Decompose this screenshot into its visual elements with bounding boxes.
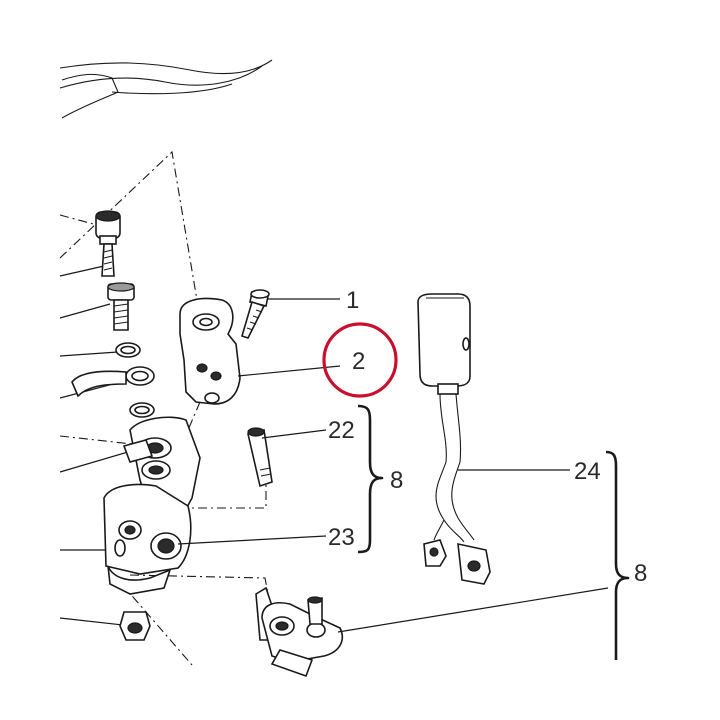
screw-part-1 [241,289,270,339]
callout-8-large-group: 8 [634,560,647,587]
callout-1: 1 [346,287,359,314]
lower-lever-assembly [255,586,344,678]
stud-part-22 [247,427,273,488]
lever-clamp-body [103,416,201,641]
callout-leaders [177,298,609,633]
alignment-lines [59,150,275,666]
callout-24: 24 [574,458,601,485]
clamp-part-2 [179,297,241,405]
banjo-bolt-stack [71,210,155,418]
callout-2: 2 [352,348,365,375]
left-leader-lines [59,265,133,627]
callout-8-small-group: 8 [390,467,403,494]
brace-group-8-small [357,404,384,554]
callout-23: 23 [328,524,355,551]
switch-harness-part-24 [417,293,491,585]
brace-group-8-large [605,450,630,660]
callout-22: 22 [328,417,355,444]
highlight-circle [322,322,398,398]
fairing-outline [59,59,273,119]
